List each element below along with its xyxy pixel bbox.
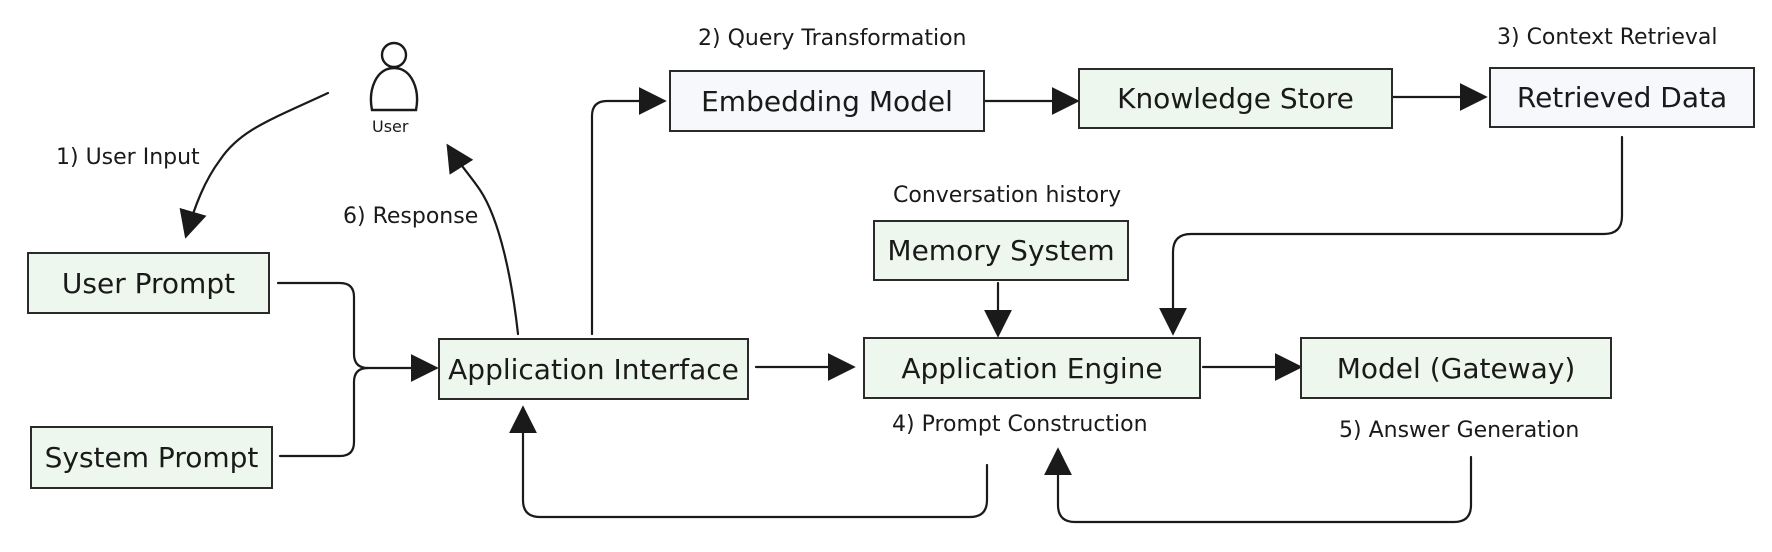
embedding-model-node[interactable]: Embedding Model bbox=[669, 70, 985, 132]
step-answer-generation-label: 5) Answer Generation bbox=[1339, 418, 1580, 443]
step-response-label: 6) Response bbox=[343, 204, 479, 229]
retrieved-data-node[interactable]: Retrieved Data bbox=[1489, 67, 1755, 128]
user-prompt-node[interactable]: User Prompt bbox=[27, 252, 270, 314]
edge-engine-to-interface-return bbox=[509, 405, 989, 519]
edge-user-to-user-prompt bbox=[179, 91, 330, 239]
step-prompt-construction-label: 4) Prompt Construction bbox=[892, 412, 1148, 437]
edge-model-to-engine-return bbox=[1044, 447, 1473, 524]
edge-system-prompt-to-interface bbox=[278, 366, 370, 458]
application-interface-node[interactable]: Application Interface bbox=[438, 338, 749, 400]
step-context-retrieval-label: 3) Context Retrieval bbox=[1497, 25, 1718, 50]
step-query-transformation-label: 2) Query Transformation bbox=[698, 26, 967, 51]
system-prompt-node[interactable]: System Prompt bbox=[30, 426, 273, 489]
application-engine-node[interactable]: Application Engine bbox=[863, 337, 1201, 399]
knowledge-store-node[interactable]: Knowledge Store bbox=[1078, 68, 1393, 129]
model-gateway-node[interactable]: Model (Gateway) bbox=[1300, 337, 1612, 399]
memory-system-node[interactable]: Memory System bbox=[873, 220, 1129, 281]
edge-retrieved-to-engine bbox=[1159, 135, 1624, 336]
step-user-input-label: 1) User Input bbox=[56, 145, 200, 170]
edge-user-prompt-to-interface bbox=[276, 281, 439, 382]
edge-interface-to-user bbox=[446, 143, 520, 336]
conversation-history-label: Conversation history bbox=[893, 183, 1122, 208]
edge-interface-to-embedding bbox=[590, 87, 667, 336]
user-icon bbox=[369, 41, 419, 112]
user-actor-label: User bbox=[372, 117, 409, 136]
